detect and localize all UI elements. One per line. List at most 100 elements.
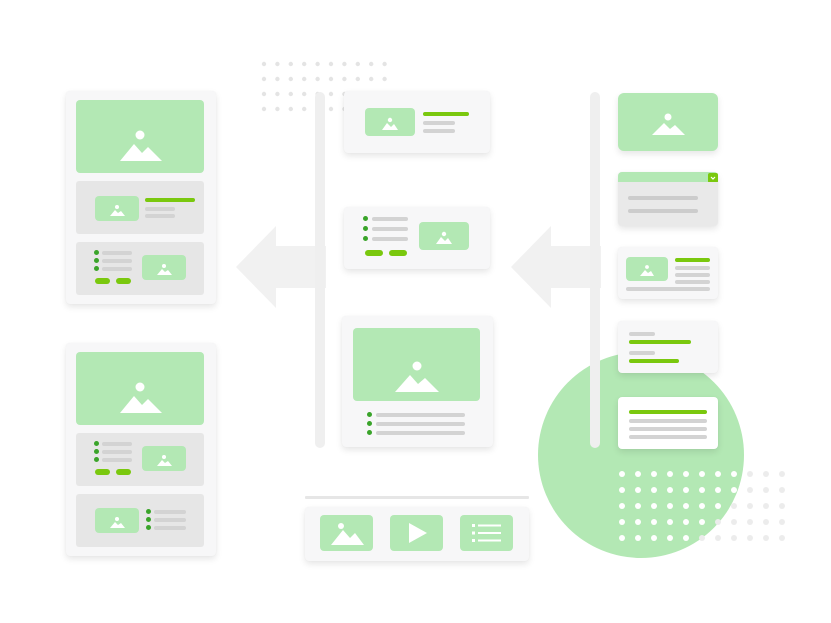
decor-dot	[683, 471, 689, 477]
component-card-image-text	[344, 91, 490, 153]
decor-dot	[355, 61, 360, 67]
image-icon	[395, 361, 439, 392]
image-icon	[652, 113, 685, 135]
decor-dot	[635, 503, 641, 509]
decor-dot	[715, 519, 721, 525]
decor-dot	[667, 487, 673, 493]
decor-dot	[302, 61, 307, 67]
decor-dot	[683, 503, 689, 509]
decor-dot	[699, 503, 705, 509]
decor-dot	[302, 76, 307, 82]
image-icon	[331, 523, 364, 545]
decor-dot	[288, 91, 293, 97]
decor-dot	[635, 487, 641, 493]
dropdown-toggle[interactable]	[708, 173, 718, 183]
decor-dot	[342, 76, 347, 82]
decor-dot	[651, 487, 657, 493]
decor-dot	[651, 503, 657, 509]
image-icon	[120, 382, 162, 413]
image-icon	[157, 264, 172, 275]
hero-image-placeholder	[76, 100, 204, 173]
decor-dot	[763, 471, 769, 477]
decor-dot	[619, 535, 625, 541]
decor-dot	[747, 471, 753, 477]
component-card-hero-bullets	[342, 316, 493, 447]
decor-dot	[683, 487, 689, 493]
decor-dot	[328, 76, 334, 82]
decor-dot	[619, 503, 625, 509]
decor-dot	[635, 471, 641, 477]
decor-dot	[328, 61, 334, 67]
decor-dot	[715, 503, 721, 509]
image-icon	[110, 205, 125, 216]
decor-dot	[699, 535, 705, 541]
decor-dot	[651, 471, 657, 477]
decor-dot	[779, 535, 785, 541]
decor-dot	[779, 519, 785, 525]
media-type-toolbar	[305, 507, 529, 561]
decor-dot	[731, 471, 737, 477]
decor-dot	[288, 76, 293, 82]
decor-dot	[619, 471, 625, 477]
component-card-bullets-image	[344, 207, 490, 269]
decor-dot	[763, 487, 769, 493]
decor-dot	[275, 106, 280, 112]
layout-card-left-top	[66, 91, 216, 304]
arrow-left-1	[236, 226, 326, 308]
decor-dot	[315, 76, 320, 82]
decor-dot	[763, 519, 769, 525]
decor-dot	[699, 519, 705, 525]
video-option-button[interactable]	[390, 515, 443, 551]
decor-dot	[667, 471, 673, 477]
dropdown-header-bar[interactable]	[618, 172, 718, 182]
decor-dot	[731, 487, 737, 493]
image-icon	[120, 130, 162, 161]
decor-dot	[635, 519, 641, 525]
decor-dot	[302, 106, 307, 112]
decor-dot	[763, 503, 769, 509]
list-icon	[472, 524, 501, 542]
decor-dot	[715, 471, 721, 477]
decor-dot	[369, 76, 374, 82]
green-circle-decoration	[538, 352, 744, 558]
decor-dot	[275, 76, 280, 82]
image-icon	[640, 265, 654, 276]
decor-dot	[747, 519, 753, 525]
content-panel-bullets-image	[76, 433, 204, 486]
decor-dot	[302, 91, 307, 97]
decor-dot	[747, 487, 753, 493]
decor-dot	[288, 106, 293, 112]
content-panel-image-bullets	[76, 494, 204, 547]
decor-dot	[328, 106, 334, 112]
decor-dot	[715, 535, 721, 541]
block-text-links	[618, 321, 718, 373]
decor-dot	[261, 106, 267, 112]
image-icon	[110, 517, 125, 528]
decor-dot	[731, 503, 737, 509]
decor-dot	[261, 91, 267, 97]
decor-dot	[342, 61, 347, 67]
block-image-text	[618, 247, 718, 299]
decor-dot	[261, 61, 267, 67]
block-text	[618, 397, 718, 449]
decor-dot	[651, 519, 657, 525]
decor-dot	[779, 471, 785, 477]
decor-dot	[369, 61, 374, 67]
decor-dot	[747, 535, 753, 541]
content-panel-bullets-image	[76, 242, 204, 295]
image-option-button[interactable]	[320, 515, 373, 551]
decor-dot	[619, 487, 625, 493]
layout-card-left-bottom	[66, 343, 216, 556]
arrow-left-2	[511, 226, 601, 308]
toolbar-top-line	[305, 496, 529, 499]
vertical-divider-1	[315, 92, 325, 448]
decor-dot	[619, 519, 625, 525]
decor-dot	[731, 519, 737, 525]
list-option-button[interactable]	[460, 515, 513, 551]
dropdown-block	[618, 172, 718, 226]
decor-dot	[699, 487, 705, 493]
decor-dot	[699, 471, 705, 477]
decor-dot	[315, 61, 320, 67]
decor-dot	[667, 503, 673, 509]
decor-dot	[328, 91, 334, 97]
